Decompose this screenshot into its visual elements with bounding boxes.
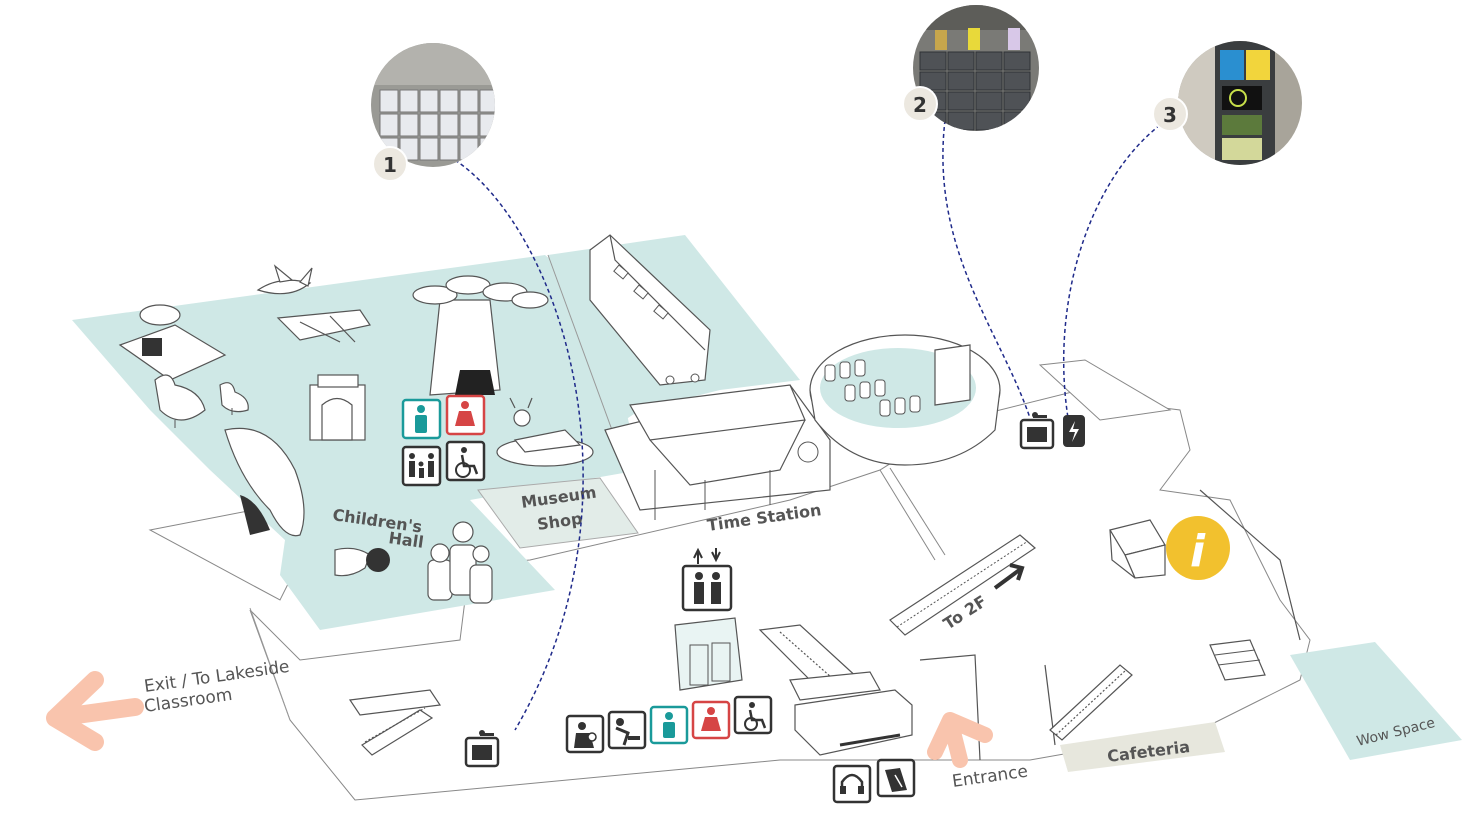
female-restroom-icon <box>445 394 486 436</box>
gramophone-exhibit <box>334 547 390 577</box>
stairs-center <box>758 624 881 701</box>
elevator-box <box>674 617 743 691</box>
drinking-fountain-icon <box>607 710 647 750</box>
photo-1-lockers[interactable]: 1 <box>370 40 500 182</box>
locker-icon-right[interactable] <box>1019 412 1055 450</box>
wow-space-area <box>1290 642 1462 760</box>
ticket-icon <box>876 758 916 798</box>
svg-text:i: i <box>1190 526 1206 577</box>
restroom-front-icons[interactable] <box>565 695 773 754</box>
photo-3-leader <box>1062 124 1161 419</box>
cafeteria[interactable]: Cafeteria <box>1060 722 1225 772</box>
accessible-restroom-icon-front <box>733 695 773 735</box>
gate-exhibit <box>309 374 366 441</box>
flying-fish-exhibit <box>256 264 313 295</box>
to-2f-arrow <box>993 563 1025 590</box>
photo-3-number: 3 <box>1163 103 1177 127</box>
exit-arrow <box>46 671 144 751</box>
figurines-exhibit <box>427 521 493 604</box>
ticket-counter <box>794 689 913 756</box>
photo-2-lockers[interactable]: 2 <box>902 0 1045 135</box>
stairs-right <box>1209 639 1266 681</box>
theater-exhibit <box>809 334 1001 466</box>
stairs-front-left <box>348 689 442 756</box>
family-restroom-icon <box>401 445 442 487</box>
whale-exhibit <box>224 427 305 537</box>
tree-exhibit <box>412 275 549 396</box>
male-restroom-icon <box>401 398 442 440</box>
male-restroom-icon-front <box>649 705 689 745</box>
deer-exhibit <box>496 397 594 467</box>
rowboat-exhibit <box>276 309 371 343</box>
info-desk <box>1109 519 1166 579</box>
audio-guide-icon <box>832 764 872 804</box>
charging-icon[interactable] <box>1063 415 1085 447</box>
childrens-hall-label-2: Hall <box>387 528 424 552</box>
photo-1-badge <box>372 146 408 182</box>
photo-1-number: 1 <box>383 153 397 177</box>
farmer-exhibit <box>118 304 227 381</box>
elevator-icon[interactable] <box>681 547 733 612</box>
service-icons[interactable] <box>832 758 916 804</box>
photo-2-number: 2 <box>913 93 927 117</box>
information-icon[interactable]: i <box>1166 516 1230 580</box>
escalator-to-2f[interactable] <box>879 467 1036 636</box>
photo-3-charging-station[interactable]: 3 <box>1152 40 1305 170</box>
photo-3-badge <box>1152 96 1188 132</box>
time-station-pavilion <box>604 384 831 520</box>
museum-shop[interactable]: Museum Shop <box>477 477 639 549</box>
photo-1-leader <box>454 159 584 731</box>
accessible-restroom-icon <box>445 440 486 482</box>
female-restroom-icon-front <box>691 700 731 740</box>
stairs-cafeteria <box>1049 664 1133 741</box>
train-exhibit <box>589 234 711 386</box>
entrance-arrow <box>927 712 993 768</box>
nursing-room-icon <box>565 714 605 754</box>
photo-2-leader <box>942 119 1031 419</box>
restroom-hall-icons[interactable] <box>401 394 486 487</box>
locker-icon-front[interactable] <box>464 730 500 768</box>
photo-2-badge <box>902 86 938 122</box>
geese-exhibit <box>154 374 249 428</box>
